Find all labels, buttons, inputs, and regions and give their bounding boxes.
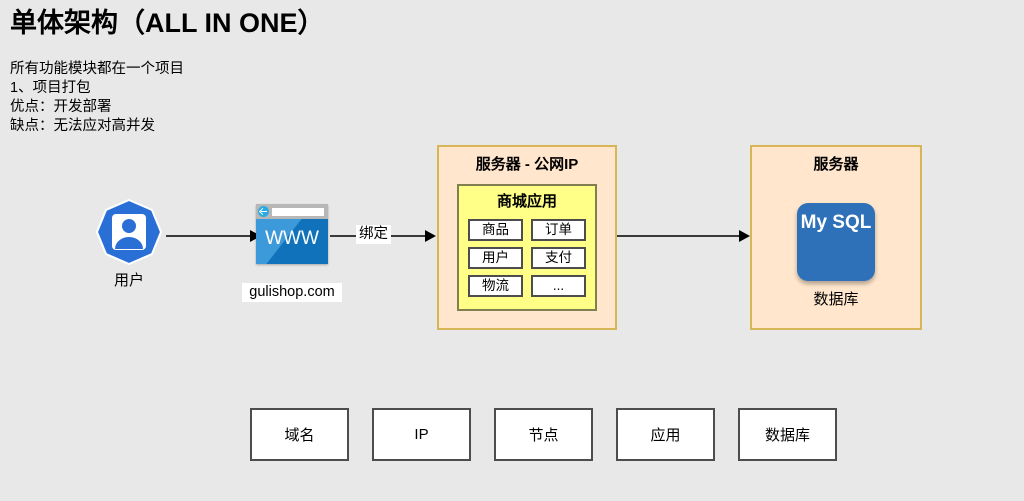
legend-box-domain: 域名 [250,408,349,461]
mysql-logo-icon: My SQL [797,203,875,281]
module-tile: 订单 [531,219,586,241]
module-tile: 用户 [468,247,523,269]
module-tile: ... [531,275,586,297]
legend-box-database: 数据库 [738,408,837,461]
back-arrow-icon [258,206,269,217]
server-app-title: 服务器 - 公网IP [475,156,579,173]
browser-node: WWW gulishop.com [242,204,342,304]
arrow-user-to-browser [166,230,261,242]
description-block: 所有功能模块都在一个项目 1、项目打包 优点：开发部署 缺点：无法应对高并发 [10,60,184,136]
legend-box-node: 节点 [494,408,593,461]
browser-titlebar [256,204,328,219]
description-line-3: 优点：开发部署 [10,99,112,115]
browser-body: WWW [256,219,328,264]
browser-address-bar [272,207,324,216]
module-grid: 商品 订单 用户 支付 物流 ... [468,219,586,297]
mall-application-box: 商城应用 商品 订单 用户 支付 物流 ... [457,184,597,311]
module-tile: 物流 [468,275,523,297]
arrow-label-bind: 绑定 [356,225,391,244]
description-line-2: 1、项目打包 [10,80,91,96]
arrow-server-to-database [617,230,750,242]
mall-application-title: 商城应用 [496,193,557,210]
browser-domain-label: gulishop.com [242,283,342,302]
user-label: 用户 [113,272,144,289]
browser-www-text: WWW [265,228,319,249]
legend-row: 域名 IP 节点 应用 数据库 [250,408,837,461]
web-browser-icon: WWW [256,204,328,264]
description-line-1: 所有功能模块都在一个项目 [10,61,184,77]
module-tile: 支付 [531,247,586,269]
page-title: 单体架构（ALL IN ONE） [10,8,325,38]
database-caption: 数据库 [813,291,859,308]
module-tile: 商品 [468,219,523,241]
user-badge-icon [96,199,162,265]
legend-box-ip: IP [372,408,471,461]
mysql-logo-text: My SQL [800,212,872,233]
database-server-box: 服务器 My SQL 数据库 [750,145,922,330]
user-node: 用户 [96,199,166,299]
legend-box-application: 应用 [616,408,715,461]
description-line-4: 缺点：无法应对高并发 [10,118,155,134]
server-app-box: 服务器 - 公网IP 商城应用 商品 订单 用户 支付 物流 ... [437,145,617,330]
database-server-title: 服务器 [813,156,859,173]
